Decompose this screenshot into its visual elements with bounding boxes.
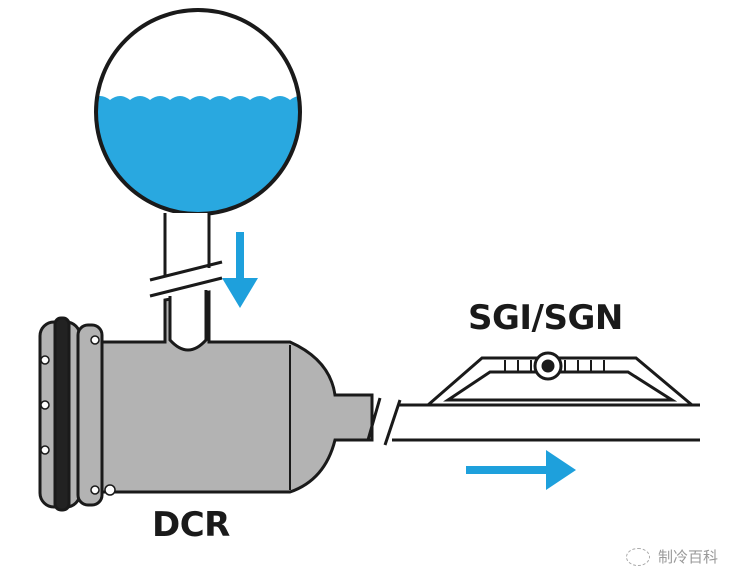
receiver-vessel: [94, 8, 302, 216]
sight-glass-label: SGI/SGN: [468, 298, 623, 338]
liquid-line-horizontal: [366, 397, 700, 446]
watermark-text: 制冷百科: [657, 548, 718, 566]
sight-glass: [427, 351, 693, 407]
watermark: 制冷百科: [625, 546, 718, 567]
wechat-icon: [625, 547, 650, 566]
flow-arrow-down: [222, 232, 258, 308]
flow-arrow-right: [466, 450, 576, 490]
liquid-line-vertical: [149, 213, 223, 298]
dcr-filter-drier: [38, 290, 374, 512]
liquid-level: [96, 96, 300, 214]
filter-label: DCR: [152, 505, 230, 545]
